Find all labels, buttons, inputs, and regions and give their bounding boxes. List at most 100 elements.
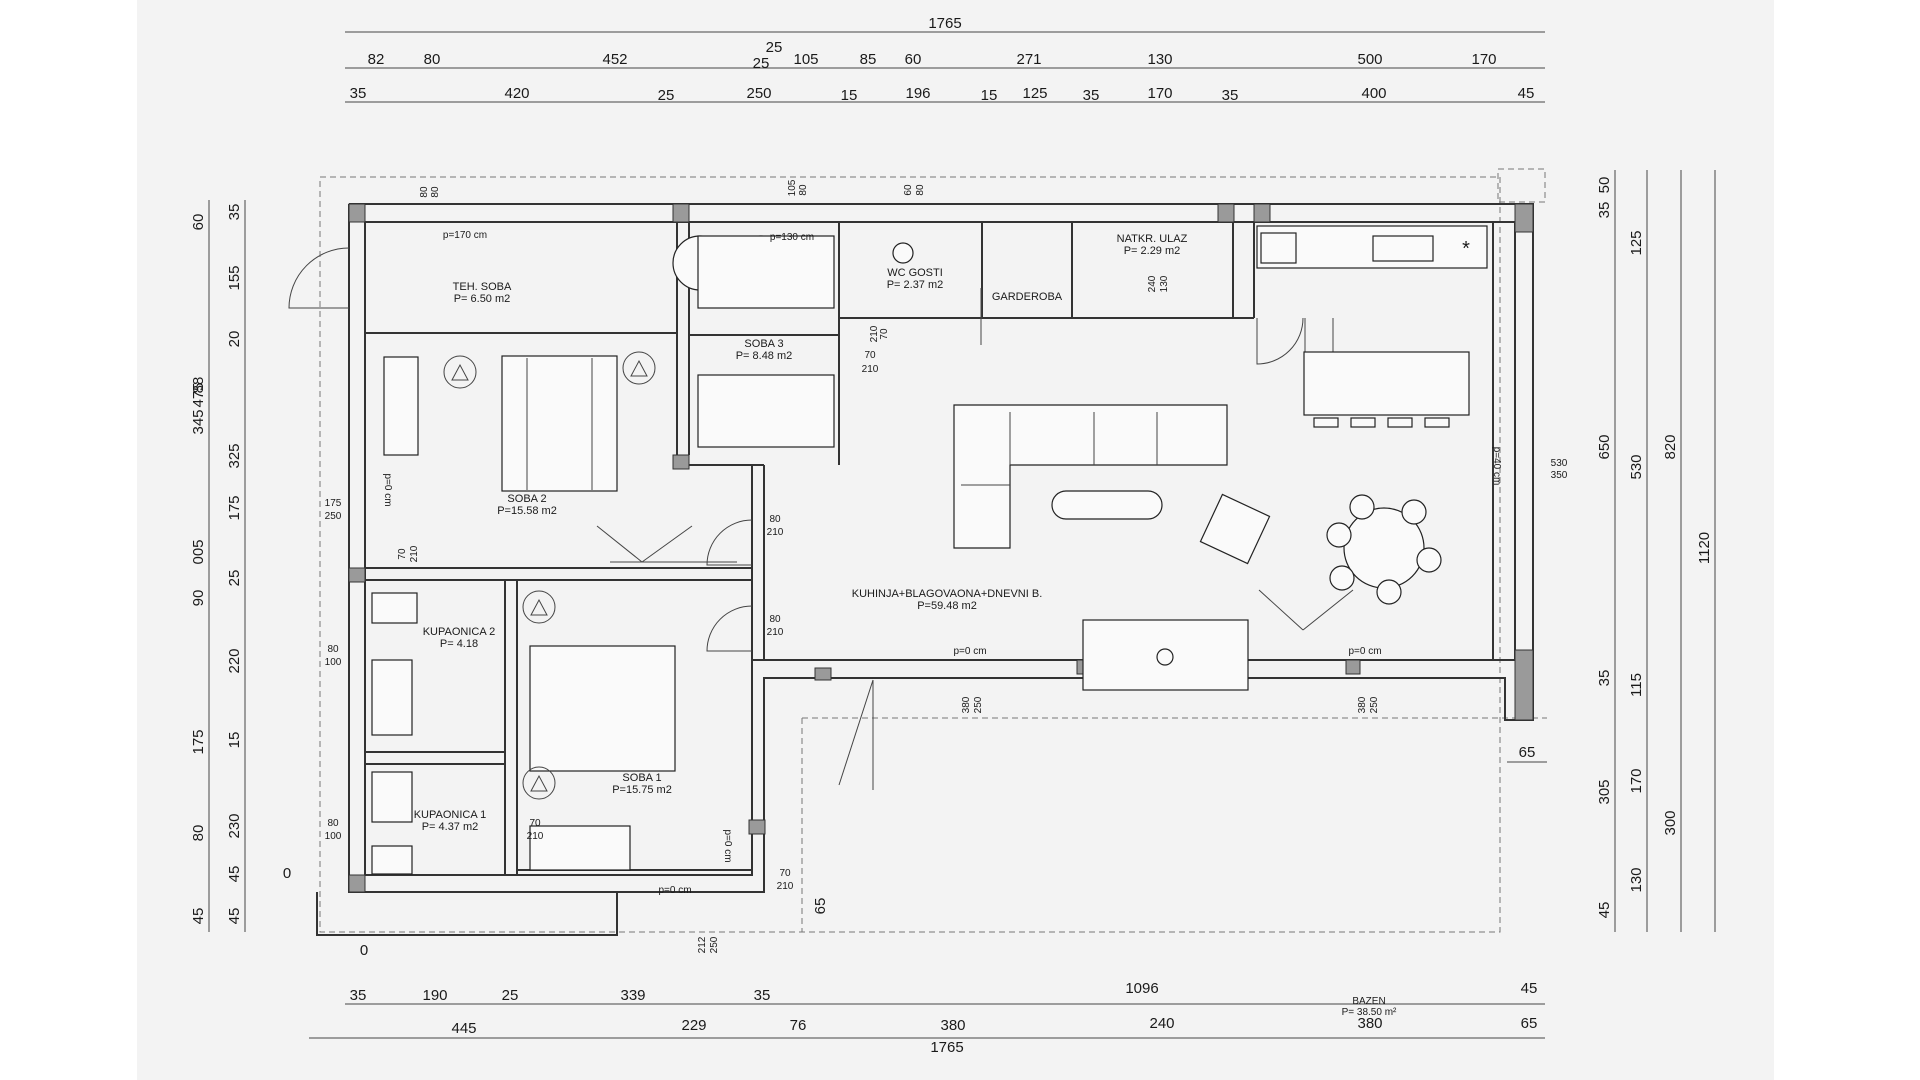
dimension-label: 35 — [754, 987, 771, 1004]
dimension-label: 45 — [226, 908, 243, 925]
room-kupaonica2-area: P= 4.18 — [440, 638, 478, 650]
dimension-label: 1096 — [1125, 980, 1158, 997]
dimension-label: 80 — [769, 614, 781, 625]
dimension-label: 250 — [746, 85, 771, 102]
room-teh-soba-area: P= 6.50 m2 — [454, 293, 511, 305]
dimension-label: 820 — [1662, 434, 1679, 459]
dimension-label: 345 — [190, 409, 207, 434]
room-wc-gosti-area: P= 2.37 m2 — [887, 279, 944, 291]
dimension-label: 530 — [1551, 458, 1568, 469]
dimension-label: 35 — [350, 85, 367, 102]
top-dimension-lines: 1765 82 80 452 25 25 105 85 60 271 130 5… — [345, 15, 1545, 104]
dimension-label: 45 — [1596, 902, 1613, 919]
dimension-label: 210 — [767, 527, 784, 538]
dimension-label: 60 — [190, 214, 207, 231]
bazen-area: P= 38.50 m² — [1342, 1007, 1397, 1018]
dimension-label: 25 — [753, 55, 770, 72]
floor-plan: 1765 82 80 452 25 25 105 85 60 271 130 5… — [190, 15, 1716, 1056]
dimension-label: 190 — [422, 987, 447, 1004]
room-kuhinja-name: KUHINJA+BLAGOVAONA+DNEVNI B. — [852, 588, 1043, 600]
dimension-label: 115 — [1628, 673, 1645, 697]
dimension-label: 229 — [681, 1017, 706, 1034]
dimension-label: 400 — [1361, 85, 1386, 102]
armchair — [1199, 493, 1271, 565]
dimension-label: 70 — [779, 868, 791, 879]
bottom-dimension-lines: 35 190 25 339 35 1096 45 445 229 76 380 … — [283, 865, 1545, 1056]
dimension-label: 25 — [766, 39, 783, 56]
dimension-label: 210 — [862, 364, 879, 375]
dimension-label: 60 — [905, 51, 922, 68]
fridge-snowflake-icon: * — [1462, 238, 1470, 260]
room-soba1-name: SOBA 1 — [622, 772, 661, 784]
furniture — [371, 225, 1488, 875]
dimension-label: 105 — [793, 51, 818, 68]
dimension-label: 175 — [226, 495, 243, 520]
dimension-label: 210 — [767, 627, 784, 638]
dimension-label: p=0 cm — [658, 885, 691, 896]
dimension-label: 650 — [1596, 434, 1613, 459]
room-kupaonica2-name: KUPAONICA 2 — [423, 626, 496, 638]
room-labels: TEH. SOBA P= 6.50 m2 SOBA 3 P= 8.48 m2 W… — [414, 233, 1188, 833]
dimension-label: 250 — [1369, 696, 1380, 713]
bed-soba3-bottom — [697, 374, 835, 448]
dimension-label: 0 — [283, 865, 291, 882]
dimension-label: 35 — [1596, 670, 1613, 687]
dimension-label: 475 — [190, 382, 207, 407]
triangle-marker-icon — [622, 351, 656, 385]
dimension-label: 212 — [697, 936, 708, 953]
dimension-label: 80 — [424, 51, 441, 68]
room-soba3-name: SOBA 3 — [744, 338, 783, 350]
drawing-sheet: 1765 82 80 452 25 25 105 85 60 271 130 5… — [137, 0, 1774, 1080]
sink-kup1 — [371, 845, 413, 875]
dimension-label: 15 — [226, 732, 243, 749]
dimension-label: 130 — [1628, 867, 1645, 892]
dimension-label: 196 — [905, 85, 930, 102]
dimension-label: 35 — [1083, 87, 1100, 104]
dimension-label: 45 — [190, 908, 207, 925]
dimension-label: 1765 — [930, 1039, 963, 1056]
dimension-label: 45 — [226, 866, 243, 883]
dimension-label: 210 — [409, 545, 420, 562]
room-natkr-ulaz-name: NATKR. ULAZ — [1117, 233, 1188, 245]
toilet-wc — [892, 242, 914, 264]
dimension-label: 350 — [1551, 470, 1568, 481]
room-wc-gosti-name: WC GOSTI — [887, 267, 943, 279]
dim-top-total: 1765 — [928, 15, 961, 32]
dimension-label: 35 — [350, 987, 367, 1004]
bed-soba1 — [529, 645, 676, 772]
dimension-label: 250 — [325, 511, 342, 522]
triangle-markers — [443, 351, 656, 800]
dimension-label: 155 — [226, 265, 243, 290]
dimension-label: 15 — [841, 87, 858, 104]
dimension-label: 220 — [226, 648, 243, 673]
dimension-label: 250 — [973, 696, 984, 713]
dimension-label: 445 — [451, 1020, 476, 1037]
sofa — [953, 404, 1228, 549]
dimension-label: 76 — [790, 1017, 807, 1034]
bed-soba2 — [501, 355, 618, 492]
wardrobe-soba2 — [383, 356, 419, 456]
dimension-label: 250 — [709, 936, 720, 953]
dimension-label: 80 — [327, 818, 339, 829]
columns — [348, 203, 1534, 893]
room-soba2-area: P=15.58 m2 — [497, 505, 557, 517]
dimension-label: 85 — [860, 51, 877, 68]
dimension-label: 300 — [1662, 810, 1679, 835]
room-kuhinja-area: P=59.48 m2 — [917, 600, 977, 612]
dimension-label: 170 — [1628, 768, 1645, 793]
dimension-label: 60 — [903, 184, 914, 196]
kitchen-island — [1303, 351, 1470, 416]
dimension-label: 50 — [1596, 177, 1613, 194]
dimension-label: 380 — [940, 1017, 965, 1034]
dimension-label: 100 — [325, 657, 342, 668]
dimension-label: 339 — [620, 987, 645, 1004]
dimension-label: 130 — [1159, 275, 1170, 292]
dimension-label: 210 — [777, 881, 794, 892]
dimension-label: 45 — [1521, 980, 1538, 997]
room-teh-soba-name: TEH. SOBA — [453, 281, 512, 293]
room-kupaonica1-name: KUPAONICA 1 — [414, 809, 487, 821]
right-dimension-lines: 35 650 35 305 45 50 125 530 115 170 130 … — [1507, 170, 1716, 932]
triangle-marker-icon — [522, 590, 556, 624]
dimension-label: 240 — [1149, 1015, 1174, 1032]
dimension-label: 170 — [1471, 51, 1496, 68]
